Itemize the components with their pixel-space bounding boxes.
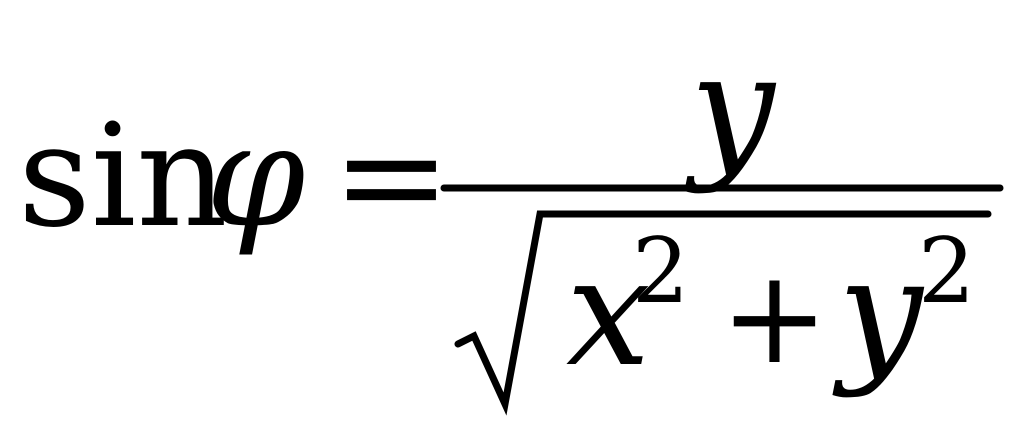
radicand-y: y xyxy=(832,226,925,400)
radicand-x: x xyxy=(566,226,651,400)
numerator: y xyxy=(684,22,777,196)
square-root-sign xyxy=(454,210,992,416)
radicand-y-exponent: 2 xyxy=(918,219,975,324)
radicand-x-exponent: 2 xyxy=(632,219,689,324)
equals-sign: = xyxy=(332,94,451,259)
angle-symbol: φ xyxy=(206,94,305,259)
plus-sign: + xyxy=(720,241,829,393)
function-name: sin xyxy=(18,94,228,259)
